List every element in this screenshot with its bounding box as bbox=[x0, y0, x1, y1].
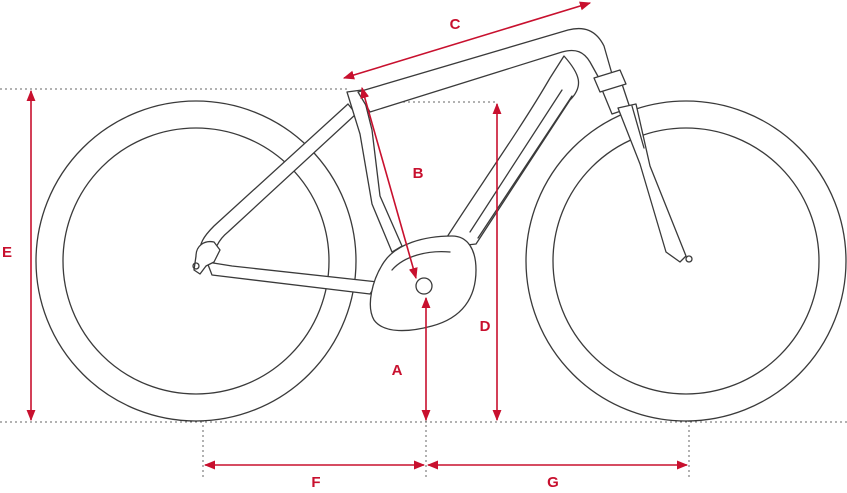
dimension-c-arrow bbox=[342, 1, 592, 80]
front-axle bbox=[685, 255, 693, 263]
down-tube bbox=[439, 55, 580, 249]
label-c: C bbox=[450, 16, 461, 33]
bottom-bracket bbox=[415, 277, 433, 295]
label-a: A bbox=[392, 362, 403, 379]
label-f: F bbox=[311, 474, 320, 491]
stem bbox=[593, 69, 627, 93]
fork-crown bbox=[631, 105, 645, 149]
label-b: B bbox=[413, 165, 424, 182]
dimension-lines bbox=[26, 1, 689, 470]
dimension-b-arrow bbox=[360, 86, 418, 280]
label-d: D bbox=[480, 318, 491, 335]
seat-tube bbox=[346, 89, 403, 253]
rear-dropout bbox=[193, 240, 221, 275]
dimension-labels: A B C D E F G bbox=[2, 16, 559, 491]
label-e: E bbox=[2, 244, 12, 261]
rear-axle bbox=[192, 262, 200, 270]
label-g: G bbox=[547, 474, 559, 491]
fork bbox=[617, 103, 687, 263]
